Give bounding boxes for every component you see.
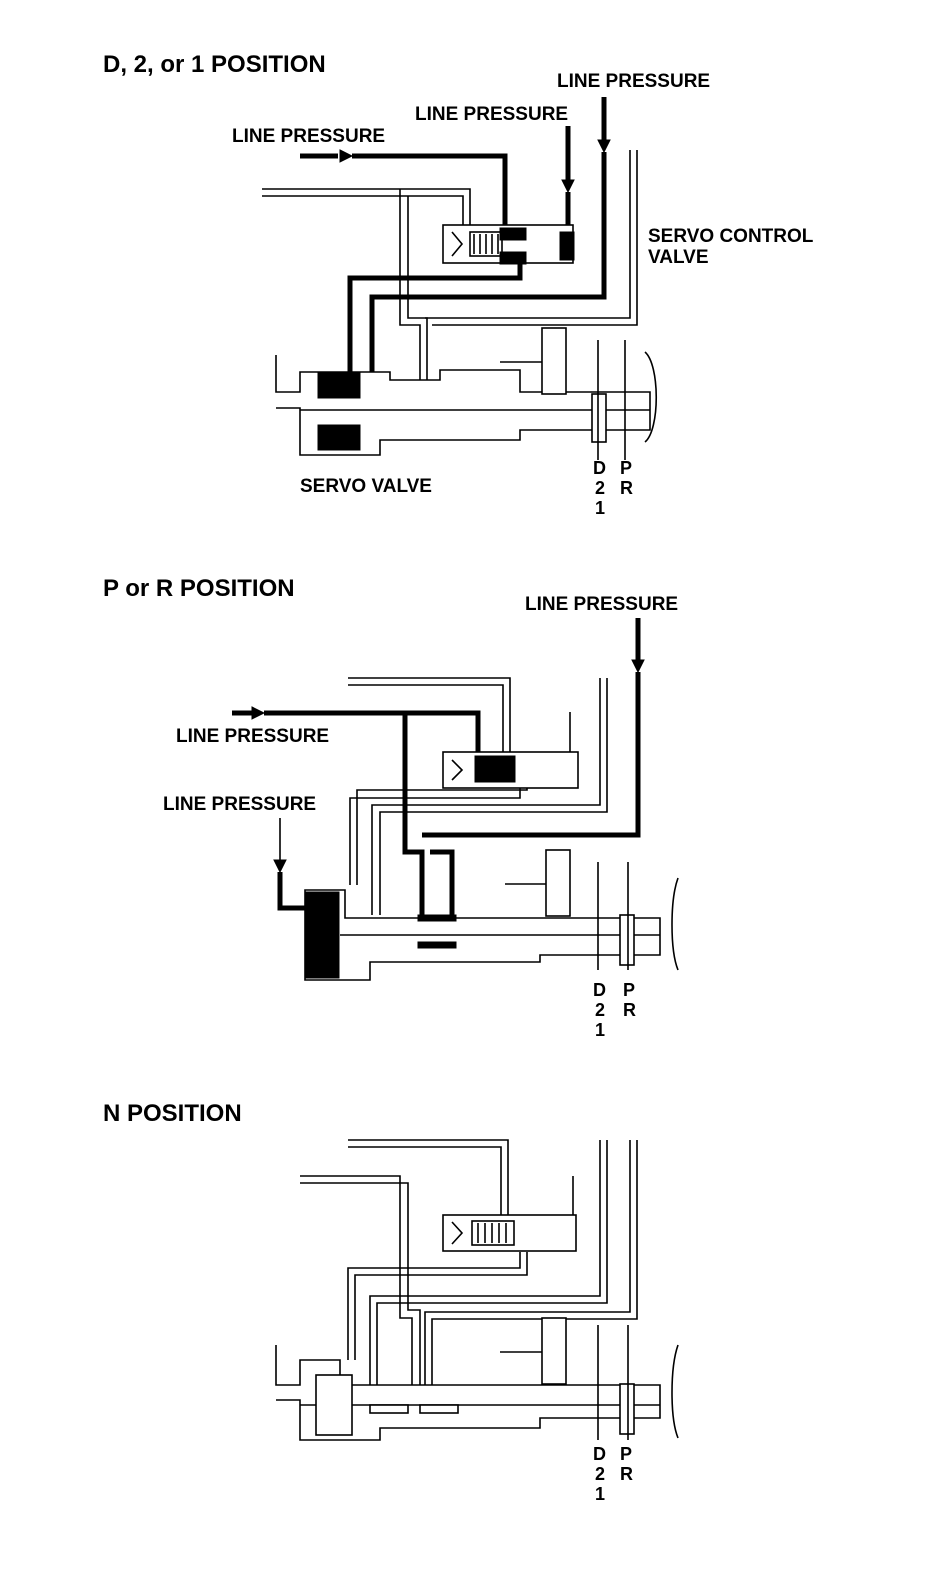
panel-d21-position: D, 2, or 1 POSITION LINE PRESSURE LINE P… <box>103 51 814 518</box>
line-pressure-label: LINE PRESSURE <box>232 126 385 147</box>
position-label-1: 1 <box>595 1484 605 1504</box>
panel-title: P or R POSITION <box>103 575 295 602</box>
line-pressure-label: LINE PRESSURE <box>176 726 329 747</box>
passage-line <box>431 1140 638 1385</box>
passage-line <box>356 788 528 885</box>
piston-pin <box>541 327 567 395</box>
passage-line <box>407 196 428 395</box>
housing-edge <box>671 1344 679 1439</box>
spool-land <box>417 914 457 922</box>
position-label-p: P <box>620 1444 632 1464</box>
passage-line <box>348 684 504 752</box>
arrow-head-icon <box>273 859 287 874</box>
passage-line <box>399 189 421 395</box>
position-label-d: D <box>593 980 606 1000</box>
servo-valve-label: SERVO VALVE <box>300 476 432 497</box>
position-label-2: 2 <box>595 1464 605 1484</box>
line-pressure-label: LINE PRESSURE <box>163 794 316 815</box>
servo-piston <box>317 371 361 399</box>
arrow-head-icon <box>631 659 645 674</box>
servo-control-valve-label: VALVE <box>648 247 709 268</box>
passage-line <box>300 1182 421 1385</box>
housing-edge <box>671 877 679 971</box>
passage-line <box>347 1252 521 1360</box>
servo-piston <box>317 424 361 451</box>
position-label-r: R <box>620 1464 633 1484</box>
passage-line <box>369 1140 601 1385</box>
panel-pr-position: P or R POSITION LINE PRESSURE LINE PRESS… <box>103 575 679 1040</box>
passage-line <box>300 1175 413 1385</box>
housing-edge <box>644 351 657 443</box>
panel-n-position: N POSITION D 2 1 P R <box>103 1100 679 1504</box>
spool-land <box>417 941 457 949</box>
passage-line <box>262 195 464 228</box>
passage-line <box>354 1252 528 1360</box>
spool-land <box>559 231 575 261</box>
passage-line <box>262 188 471 228</box>
spool-land <box>499 227 527 241</box>
panel-title: N POSITION <box>103 1100 242 1127</box>
pressure-path <box>369 152 607 395</box>
passage-line <box>348 1146 502 1215</box>
position-label-r: R <box>623 1000 636 1020</box>
spool-land <box>369 1404 409 1414</box>
position-label-2: 2 <box>595 1000 605 1020</box>
detent-pin <box>619 1383 635 1435</box>
position-label-p: P <box>623 980 635 1000</box>
valve-plug <box>451 759 464 781</box>
spool-land <box>419 1404 459 1414</box>
pressure-path <box>277 872 305 911</box>
valve-plug <box>451 1221 464 1245</box>
passage-line <box>348 1139 509 1215</box>
passage-line <box>425 150 631 319</box>
passage-line <box>348 677 511 752</box>
panel-title: D, 2, or 1 POSITION <box>103 51 326 78</box>
position-label-1: 1 <box>595 1020 605 1040</box>
arrow-head-icon <box>339 149 354 163</box>
position-label-d: D <box>593 1444 606 1464</box>
position-label-r: R <box>620 478 633 498</box>
line-pressure-label: LINE PRESSURE <box>415 104 568 125</box>
spring-coil <box>477 1223 507 1243</box>
arrow-head-icon <box>251 706 266 720</box>
passage-line <box>432 150 638 326</box>
position-label-2: 2 <box>595 478 605 498</box>
position-marker-line <box>597 340 626 460</box>
position-marker-line <box>597 862 629 970</box>
passage-line <box>371 678 601 915</box>
pressure-path <box>352 153 508 232</box>
position-label-1: 1 <box>595 498 605 518</box>
position-marker-line <box>597 1325 629 1440</box>
passage-line <box>424 1140 631 1385</box>
pressure-path <box>264 710 481 752</box>
servo-piston <box>304 891 340 979</box>
detent-pin <box>591 393 607 443</box>
pressure-path <box>430 849 455 918</box>
passage-line <box>376 1140 608 1385</box>
valve-spring <box>474 755 516 783</box>
servo-housing <box>275 1345 661 1441</box>
pressure-path <box>402 713 425 918</box>
arrow-head-icon <box>597 139 611 154</box>
passage-line <box>349 788 521 885</box>
spring-coil <box>473 234 499 254</box>
line-pressure-label: LINE PRESSURE <box>557 71 710 92</box>
position-label-p: P <box>620 458 632 478</box>
servo-housing <box>275 355 651 456</box>
valve-plug <box>451 231 464 257</box>
passage-line <box>379 678 608 915</box>
arrow-head-icon <box>561 179 575 194</box>
pressure-path <box>422 672 641 838</box>
servo-piston <box>315 1374 353 1436</box>
piston-pin <box>545 849 571 917</box>
line-pressure-label: LINE PRESSURE <box>525 594 678 615</box>
valve-spring <box>471 1220 515 1246</box>
piston-pin <box>541 1317 567 1385</box>
position-label-d: D <box>593 458 606 478</box>
spool-land <box>499 251 527 265</box>
pressure-path <box>347 262 523 372</box>
servo-control-valve-label: SERVO CONTROL <box>648 226 814 247</box>
detent-pin <box>619 914 635 966</box>
